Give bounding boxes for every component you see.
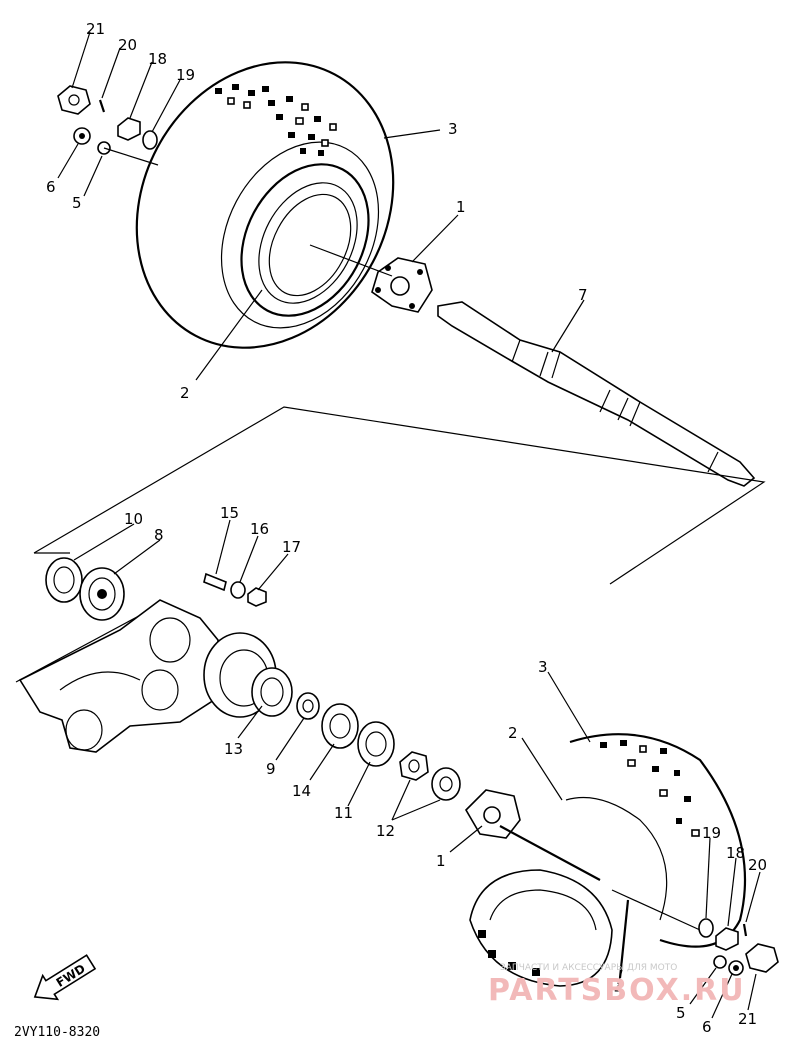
upper-nut-hardware — [57, 85, 159, 166]
rear-axle-shaft — [437, 301, 756, 487]
nuts-12 — [399, 751, 461, 801]
callout-21: 21 — [86, 20, 105, 38]
callout-19-lower: 19 — [702, 824, 721, 842]
callout-12: 12 — [376, 822, 395, 840]
upper-hub — [371, 257, 433, 313]
callout-3-lower: 3 — [538, 658, 548, 676]
callout-17: 17 — [282, 538, 301, 556]
watermark-logo: PARTSBOX.RU — [488, 973, 746, 1008]
callout-20: 20 — [118, 36, 137, 54]
callout-1: 1 — [456, 198, 466, 216]
callout-11: 11 — [334, 804, 353, 822]
lower-hub — [464, 789, 521, 839]
lower-wheel-tire — [469, 733, 746, 987]
callout-5: 5 — [72, 194, 82, 212]
lower-tread-blocks — [478, 740, 700, 976]
leader-lines — [57, 31, 761, 1019]
bearing-14 — [321, 703, 359, 749]
callout-2: 2 — [180, 384, 190, 402]
callout-7: 7 — [578, 286, 588, 304]
lower-axle-line — [499, 825, 701, 931]
collar-9 — [296, 692, 320, 720]
bearing-13 — [251, 667, 293, 717]
diagram-code: 2VY110-8320 — [14, 1025, 100, 1040]
bearing-8 — [79, 567, 125, 621]
stud-4 — [618, 899, 630, 979]
bearing-11 — [357, 721, 395, 767]
callout-18-lower: 18 — [726, 844, 745, 862]
callout-numbers: 21 20 18 19 6 5 3 1 2 7 10 8 15 16 17 13… — [46, 20, 767, 1036]
callout-6-lower: 6 — [702, 1018, 712, 1036]
housing-body — [18, 599, 219, 753]
callout-20-lower: 20 — [748, 856, 767, 874]
bolt-15-washer-16-nut-17 — [203, 572, 267, 607]
callout-2-lower: 2 — [508, 724, 518, 742]
callout-3: 3 — [448, 120, 458, 138]
lower-nut-hardware — [698, 918, 779, 976]
callout-16: 16 — [250, 520, 269, 538]
callout-21-lower: 21 — [738, 1010, 757, 1028]
callout-13: 13 — [224, 740, 243, 758]
callout-15: 15 — [220, 504, 239, 522]
callout-19: 19 — [176, 66, 195, 84]
callout-9: 9 — [266, 760, 276, 778]
callout-6: 6 — [46, 178, 56, 196]
tire-tread-blocks — [215, 84, 337, 156]
callout-4: 4 — [614, 980, 624, 998]
callout-1-lower: 1 — [436, 852, 446, 870]
callout-5-lower: 5 — [676, 1004, 686, 1022]
callout-10: 10 — [124, 510, 143, 528]
upper-wheel-tire — [135, 61, 395, 349]
callout-18: 18 — [148, 50, 167, 68]
oil-seal-10 — [45, 557, 83, 603]
forward-direction-arrow: FWD — [33, 954, 97, 1001]
watermark-tagline: ЗАПЧАСТИ И АКСЕССУАРЫ ДЛЯ МОТО — [500, 963, 677, 973]
callout-8: 8 — [154, 526, 164, 544]
callout-14: 14 — [292, 782, 311, 800]
